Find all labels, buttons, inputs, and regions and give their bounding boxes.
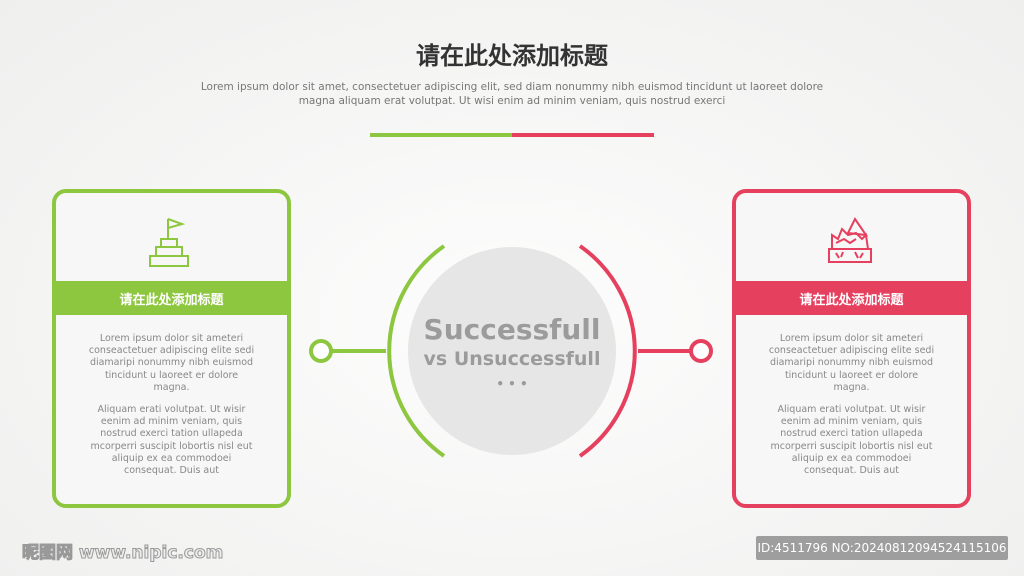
- flag-on-podium-icon: [149, 218, 189, 267]
- right-node: [689, 339, 713, 363]
- success-para-2: Aliquam erati volutpat. Ut wisir eenim a…: [90, 404, 253, 477]
- success-card-body: Lorem ipsum dolor sit ameteri conseactet…: [86, 333, 257, 487]
- success-card: 请在此处添加标题 Lorem ipsum dolor sit ameteri c…: [52, 189, 291, 508]
- failure-para-1: Lorem ipsum dolor sit ameteri conseactet…: [768, 333, 935, 393]
- center-label: Successfull vs Unsuccessfull • • •: [412, 313, 612, 391]
- success-para-1: Lorem ipsum dolor sit ameteri conseactet…: [88, 333, 255, 393]
- failure-card: 请在此处添加标题 Lorem ipsum dolor sit ameteri c…: [732, 189, 971, 508]
- left-node: [309, 339, 333, 363]
- success-card-title: 请在此处添加标题: [56, 281, 287, 315]
- center-circle: [408, 247, 616, 455]
- left-arc: [387, 244, 446, 458]
- page-title: 请在此处添加标题: [416, 42, 608, 70]
- broken-iceberg-icon: [828, 217, 872, 263]
- center-line2: vs Unsuccessfull: [423, 348, 601, 370]
- page-subtitle: Lorem ipsum dolor sit amet, consectetuer…: [200, 81, 824, 107]
- center-line1: Successfull: [423, 313, 601, 346]
- failure-card-title: 请在此处添加标题: [736, 281, 967, 315]
- watermark-logo: 昵图网 www.nipic.com: [21, 543, 224, 564]
- failure-para-2: Aliquam erati volutpat. Ut wisir eenim a…: [770, 404, 933, 477]
- right-arc: [578, 244, 637, 458]
- watermark-id: ID:4511796 NO:20240812094524115106: [756, 536, 1008, 560]
- center-dots: • • •: [496, 377, 528, 391]
- failure-card-body: Lorem ipsum dolor sit ameteri conseactet…: [766, 333, 937, 487]
